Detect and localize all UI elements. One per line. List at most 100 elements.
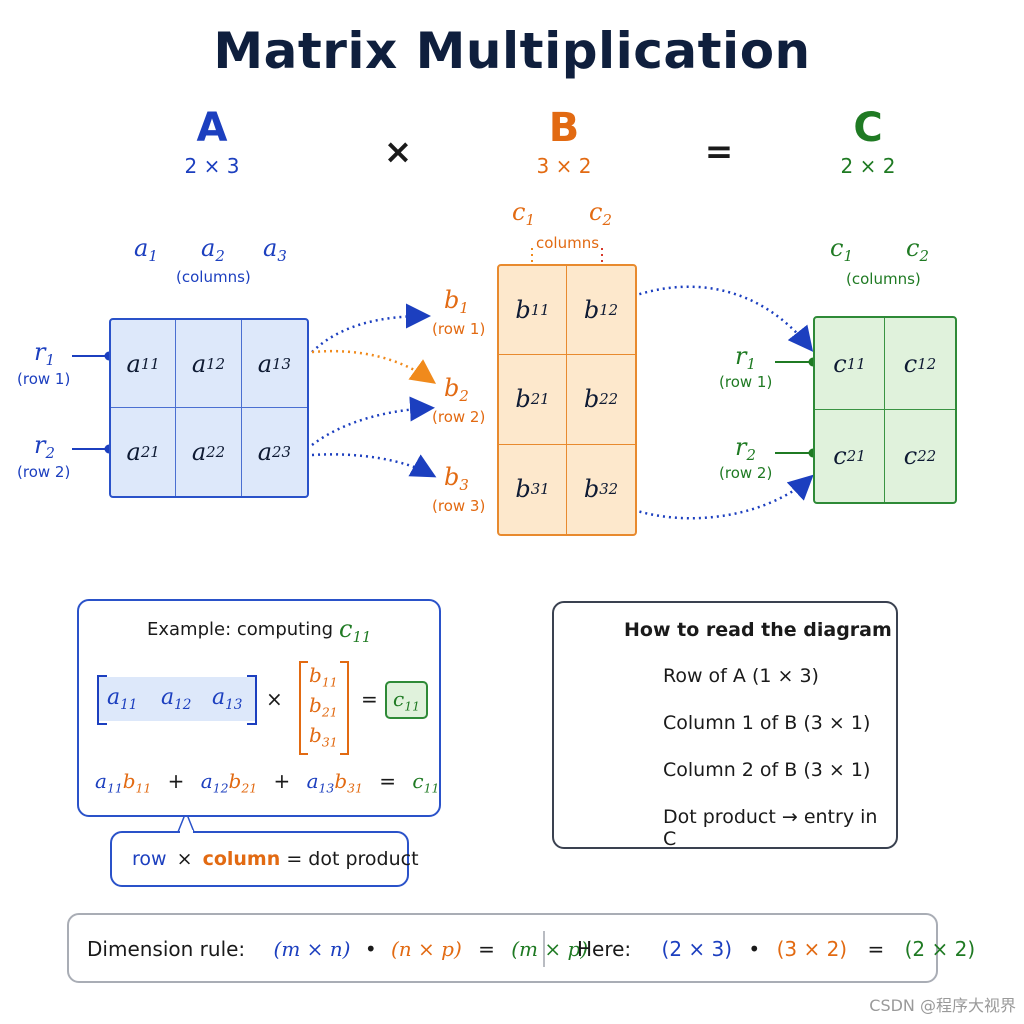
matrix-a-dim: 2 × 3	[184, 154, 240, 178]
expansion-b: b31	[334, 769, 363, 796]
a-row-note-1: (row 1)	[17, 370, 71, 388]
c-row-label-1: r1	[735, 342, 756, 374]
times-operator: ×	[383, 132, 413, 172]
b-columns-note: columns	[534, 234, 602, 252]
legend-item-col1-b: Column 1 of B (3 × 1)	[663, 712, 871, 734]
expansion-plus: +	[273, 769, 291, 793]
legend-item-row-a: Row of A (1 × 3)	[663, 665, 819, 687]
watermark: CSDN @程序大视界	[869, 996, 1016, 1015]
column-vector-entry: b11	[309, 663, 338, 690]
legend-item-dot-product: Dot product → entry in C	[663, 806, 878, 850]
b-col-label-1: c1	[512, 198, 535, 230]
here-equals: =	[867, 937, 885, 961]
legend-heading: How to read the diagram	[624, 619, 892, 641]
rule-m-p: (m × p)	[511, 937, 589, 961]
row-vector: a11 a12 a13	[97, 675, 257, 725]
matrix-c-name: C	[853, 105, 883, 151]
matrix-b-dim: 3 × 2	[536, 154, 592, 178]
expansion-a: a12	[200, 769, 229, 796]
callout-times: ×	[176, 848, 193, 870]
expansion-result: c11	[412, 769, 440, 796]
b-row-note-1: (row 1)	[432, 320, 486, 338]
dot-product-callout: row × column = dot product	[110, 831, 419, 887]
column-vector-entry: b21	[309, 693, 338, 720]
expansion-a: a11	[95, 769, 123, 796]
here-a-dim: (2 × 3)	[661, 937, 733, 961]
b-col-label-2: c2	[589, 198, 612, 230]
page-title: Matrix Multiplication	[213, 22, 811, 80]
legend-panel: How to read the diagram Row of A (1 × 3)…	[552, 601, 898, 850]
dimension-rule-bar: Dimension rule: (m × n) • (n × p) = (m ×…	[67, 913, 975, 983]
example-result: c11	[385, 681, 428, 720]
a-col-label-1: a1	[134, 234, 158, 266]
a-col-label-2: a2	[201, 234, 225, 266]
here-c-dim: (2 × 2)	[904, 937, 976, 961]
example-equals: =	[361, 687, 378, 711]
here-label: Here:	[577, 937, 632, 961]
b-row-note-2: (row 2)	[432, 408, 486, 426]
rule-m-n: (m × n)	[273, 937, 351, 961]
here-b-dim: (3 × 2)	[776, 937, 848, 961]
rule-dot: •	[364, 937, 377, 961]
matrix-a-name: A	[196, 105, 228, 151]
c-row-label-2: r2	[735, 433, 756, 465]
expansion-equals: =	[379, 769, 397, 793]
callout-pointer-mask	[180, 830, 193, 833]
a-row-label-1: r1	[34, 338, 55, 370]
expansion-plus: +	[167, 769, 185, 793]
expansion-line: a11b11 + a12b21 + a13b31 = c11	[95, 769, 439, 795]
expansion-a: a13	[306, 769, 335, 796]
here-dot: •	[748, 937, 761, 961]
c-col-label-1: c1	[830, 234, 853, 266]
row-vector-entry: a11	[107, 685, 138, 713]
column-vector-entry: b31	[309, 723, 338, 750]
a-columns-note: (columns)	[176, 268, 251, 286]
matrix-c-dim: 2 × 2	[840, 154, 896, 178]
column-vector: b11 b21 b31	[299, 661, 349, 755]
a-row-note-2: (row 2)	[17, 463, 71, 481]
example-target: c11	[339, 615, 372, 647]
expansion-b: b21	[228, 769, 258, 796]
b-row-note-3: (row 3)	[432, 497, 486, 515]
equals-operator: =	[704, 132, 734, 172]
rule-divider	[543, 931, 545, 967]
example-times: ×	[266, 687, 283, 711]
example-panel: Example: computing c11 a11 a12 a13 × b11…	[77, 599, 441, 817]
c-row-note-2: (row 2)	[719, 464, 773, 482]
dimension-rule-label: Dimension rule:	[87, 937, 246, 961]
callout-row: row	[132, 848, 167, 870]
a-row-label-2: r2	[34, 431, 55, 463]
c-row-note-1: (row 1)	[719, 373, 773, 391]
b-row-label-2: b2	[444, 374, 469, 406]
rule-n-p: (n × p)	[390, 937, 462, 961]
b-row-label-3: b3	[444, 463, 469, 495]
legend-item-col2-b: Column 2 of B (3 × 1)	[663, 759, 871, 781]
example-heading: Example: computing	[147, 619, 334, 640]
expansion-b: b11	[122, 769, 152, 796]
callout-rest: = dot product	[286, 848, 419, 870]
c-columns-note: (columns)	[846, 270, 921, 288]
row-vector-entry: a13	[212, 685, 243, 713]
c-col-label-2: c2	[906, 234, 929, 266]
rule-equals: =	[478, 937, 495, 961]
a-col-label-3: a3	[263, 234, 287, 266]
b-row-label-1: b1	[444, 286, 469, 318]
